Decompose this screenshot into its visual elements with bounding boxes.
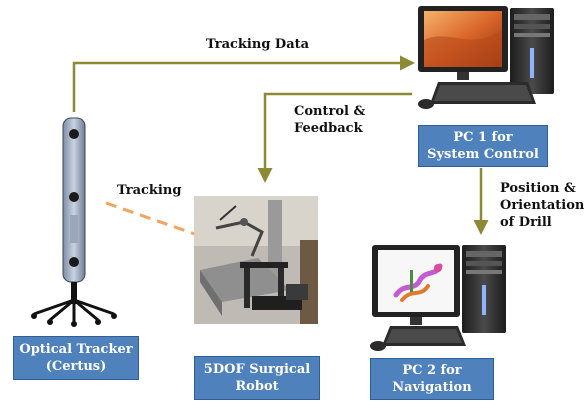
position-orientation-line1: Position & bbox=[500, 181, 576, 196]
control-feedback-line2: Feedback bbox=[294, 121, 363, 136]
position-orientation-line3: of Drill bbox=[500, 215, 552, 230]
tracking-data-label: Tracking Data bbox=[206, 37, 310, 52]
robot-label-line2: Robot bbox=[235, 379, 279, 394]
position-orientation-line2: Orientation bbox=[500, 198, 585, 213]
pc2-computer bbox=[370, 245, 506, 351]
tracking-data-arrow bbox=[72, 55, 415, 112]
tracker-label-line2: (Certus) bbox=[45, 359, 107, 374]
optical-tracker bbox=[31, 117, 117, 327]
pc1-computer bbox=[418, 6, 554, 109]
tracker-label-line1: Optical Tracker bbox=[19, 342, 133, 357]
position-orientation-label: Position & Orientation of Drill bbox=[500, 180, 584, 231]
pc1-label-box: PC 1 for System Control bbox=[418, 125, 548, 167]
control-feedback-label: Control & Feedback bbox=[294, 103, 365, 137]
pc2-label-line1: PC 2 for bbox=[402, 363, 462, 378]
robot-label-box: 5DOF Surgical Robot bbox=[194, 356, 320, 400]
pc2-label-box: PC 2 for Navigation bbox=[370, 358, 494, 400]
control-feedback-arrow bbox=[257, 92, 412, 183]
pc2-label-line2: Navigation bbox=[392, 380, 472, 395]
tracker-label-box: Optical Tracker (Certus) bbox=[13, 336, 139, 380]
pc1-label-line2: System Control bbox=[427, 147, 539, 162]
surgical-robot-photo bbox=[194, 196, 318, 324]
tracking-label: Tracking bbox=[117, 183, 182, 198]
control-feedback-line1: Control & bbox=[294, 104, 366, 119]
pc1-label-line1: PC 1 for bbox=[453, 130, 513, 145]
robot-label-line1: 5DOF Surgical bbox=[203, 362, 311, 377]
